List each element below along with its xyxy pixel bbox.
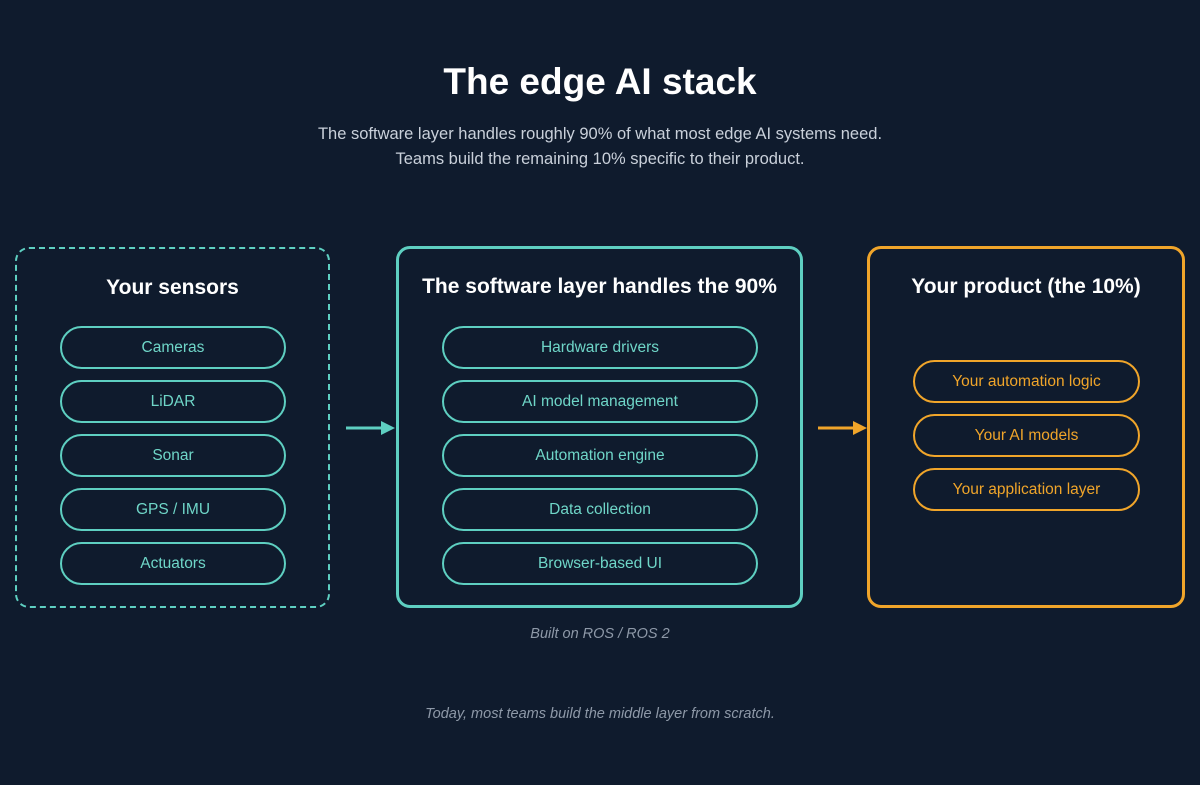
software-item-ai-model-management: AI model management bbox=[442, 380, 758, 423]
arrow-right-icon bbox=[346, 421, 395, 435]
software-caption: Built on ROS / ROS 2 bbox=[530, 626, 670, 642]
software-item-hardware-drivers: Hardware drivers bbox=[442, 326, 758, 369]
software-panel-title: The software layer handles the 90% bbox=[422, 275, 777, 298]
software-item-browser-ui: Browser-based UI bbox=[442, 542, 758, 585]
sensor-item-actuators: Actuators bbox=[60, 542, 286, 585]
sensor-item-sonar: Sonar bbox=[60, 434, 286, 477]
software-layer-panel: The software layer handles the 90% Hardw… bbox=[396, 246, 803, 608]
footer-note: Today, most teams build the middle layer… bbox=[425, 706, 775, 722]
product-item-application-layer: Your application layer bbox=[913, 468, 1140, 511]
sensor-item-lidar: LiDAR bbox=[60, 380, 286, 423]
product-panel: Your product (the 10%) Your automation l… bbox=[867, 246, 1185, 608]
sensor-item-gps-imu: GPS / IMU bbox=[60, 488, 286, 531]
sensors-panel-title: Your sensors bbox=[106, 276, 239, 299]
product-panel-title: Your product (the 10%) bbox=[911, 275, 1141, 298]
sensor-item-cameras: Cameras bbox=[60, 326, 286, 369]
page-title: The edge AI stack bbox=[443, 61, 757, 102]
product-item-ai-models: Your AI models bbox=[913, 414, 1140, 457]
subtitle-line-1: The software layer handles roughly 90% o… bbox=[317, 125, 883, 143]
product-item-automation-logic: Your automation logic bbox=[913, 360, 1140, 403]
software-item-data-collection: Data collection bbox=[442, 488, 758, 531]
subtitle-line-2: Teams build the remaining 10% specific t… bbox=[395, 150, 805, 168]
sensors-panel: Your sensors Cameras LiDAR Sonar GPS / I… bbox=[15, 247, 330, 608]
software-item-automation-engine: Automation engine bbox=[442, 434, 758, 477]
arrow-right-icon bbox=[818, 421, 867, 435]
